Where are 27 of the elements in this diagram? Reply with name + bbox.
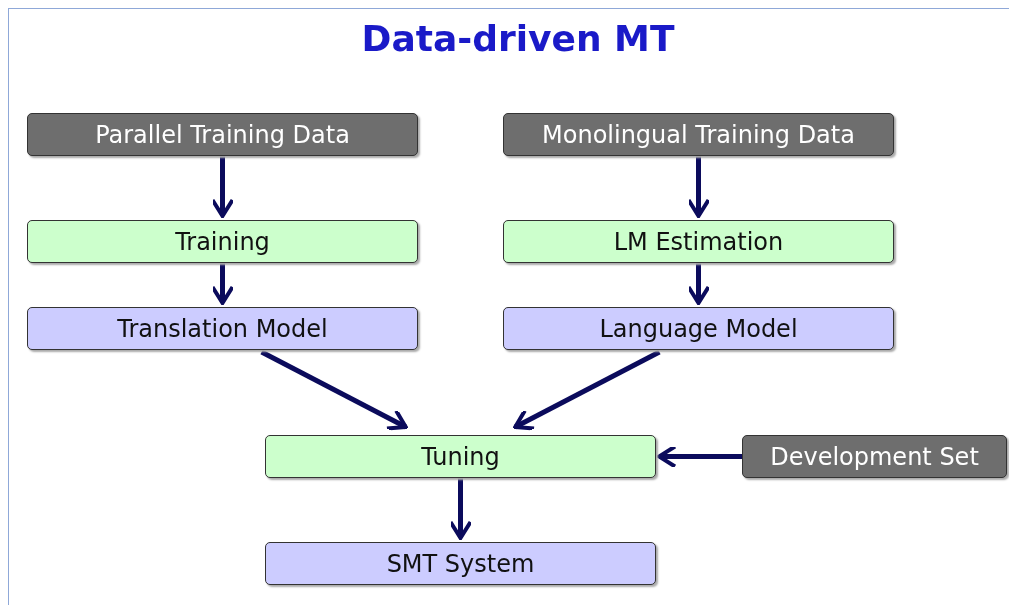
arrow (657, 444, 742, 469)
slide-title: Data-driven MT (360, 18, 676, 59)
arrow (210, 263, 235, 305)
data-box (742, 435, 1007, 478)
node-label: Translation Model (117, 314, 328, 343)
node-label: Language Model (599, 314, 798, 343)
node-label: Tuning (421, 442, 500, 471)
arrow (260, 349, 408, 431)
data-box (503, 113, 894, 156)
data-box (27, 113, 418, 156)
model-box (265, 542, 656, 585)
node-label: Development Set (770, 442, 979, 471)
model-box (503, 307, 894, 350)
node-label: LM Estimation (613, 227, 784, 256)
node-label: Parallel Training Data (95, 120, 350, 149)
arrow (448, 478, 473, 540)
arrow (210, 156, 235, 218)
node-label: Training (175, 227, 270, 256)
node-label: SMT System (386, 549, 535, 578)
arrow (513, 349, 661, 431)
arrow (686, 156, 711, 218)
process-box (265, 435, 656, 478)
model-box (27, 307, 418, 350)
node-label: Monolingual Training Data (542, 120, 855, 149)
arrow (686, 263, 711, 305)
process-box (27, 220, 418, 263)
process-box (503, 220, 894, 263)
